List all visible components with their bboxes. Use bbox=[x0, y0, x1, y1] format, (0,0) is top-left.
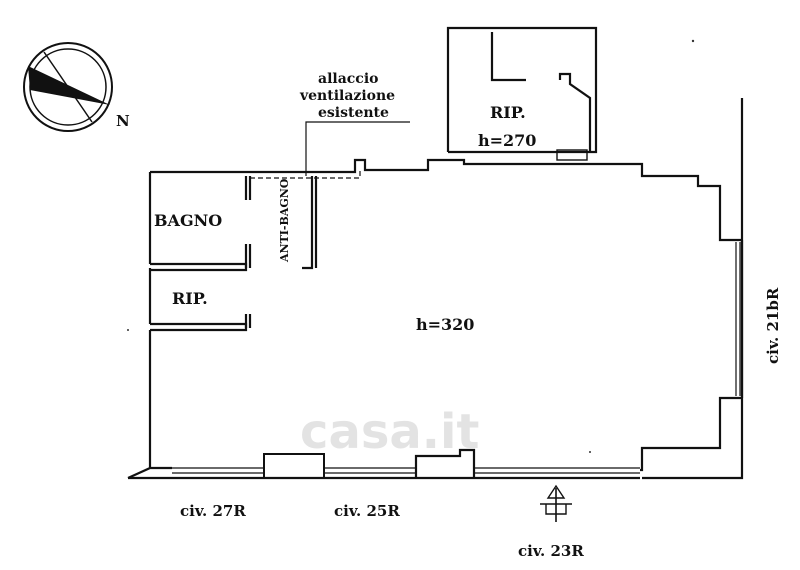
bathroom-label: BAGNO bbox=[154, 211, 222, 230]
right-window bbox=[735, 242, 741, 396]
street-label-25r: civ. 25R bbox=[334, 502, 400, 520]
antibath-label: ANTI-BAGNO bbox=[278, 178, 291, 263]
street-label-right: civ. 21bR bbox=[764, 287, 782, 364]
storage-top-label: RIP. bbox=[490, 103, 526, 122]
ventilation-label-line-2: ventilazione bbox=[299, 88, 395, 104]
storage-left-label: RIP. bbox=[172, 289, 208, 308]
ventilation-label-line-3: esistente bbox=[318, 105, 389, 121]
watermark: casa.it bbox=[300, 404, 479, 460]
entrance-arrow-icon bbox=[540, 484, 572, 522]
street-label-23r: civ. 23R bbox=[518, 542, 584, 560]
ventilation-duct bbox=[250, 168, 361, 179]
right-exterior-wall bbox=[642, 98, 744, 480]
ventilation-label-line-1: allaccio bbox=[318, 71, 378, 87]
main-room-height: h=320 bbox=[416, 315, 474, 334]
street-label-27r: civ. 27R bbox=[180, 502, 246, 520]
bottom-facade bbox=[128, 448, 640, 480]
ventilation-leader-line bbox=[305, 121, 410, 176]
storage-room-top bbox=[446, 26, 598, 161]
storage-top-height: h=270 bbox=[478, 131, 536, 150]
north-label: N bbox=[116, 112, 130, 130]
north-arrow-icon bbox=[23, 42, 113, 132]
internal-partitions bbox=[150, 176, 318, 332]
